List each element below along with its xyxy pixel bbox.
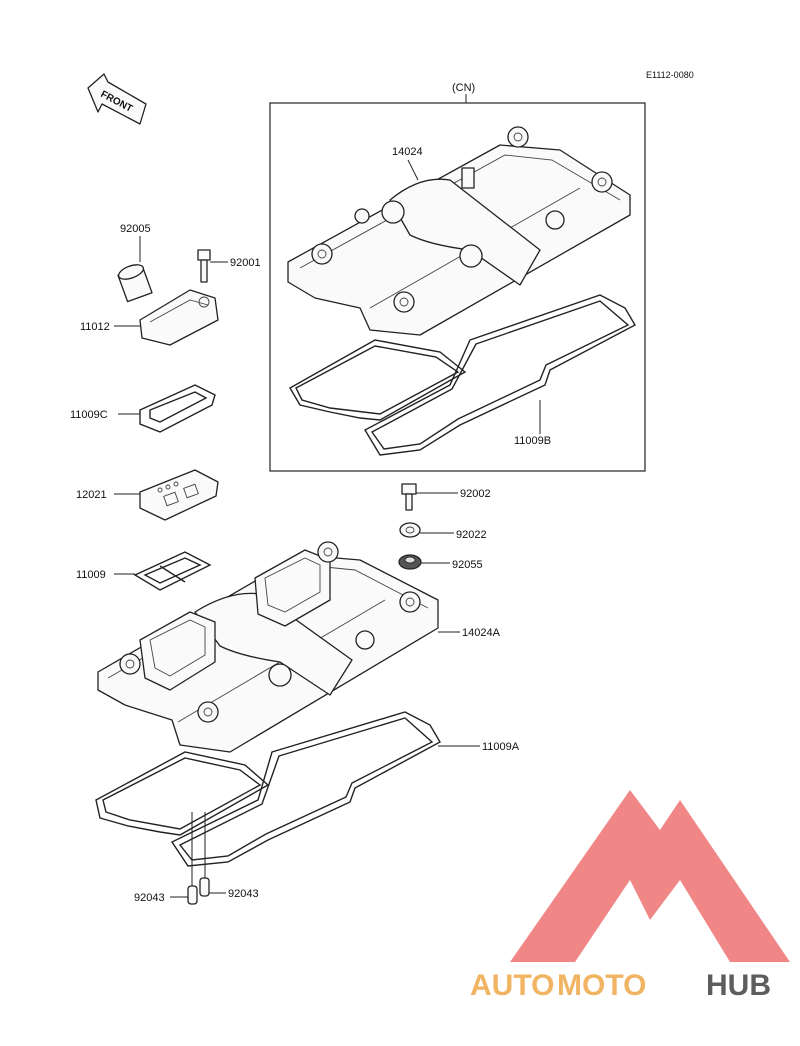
label-92002: 92002 — [460, 488, 491, 500]
bolt-92001 — [197, 249, 211, 283]
label-14024a: 14024A — [462, 627, 501, 639]
cn-cylinder-head-cover — [287, 126, 631, 336]
label-11012: 11012 — [80, 321, 110, 333]
label-11009a: 11009A — [482, 741, 520, 753]
sleeve-92005 — [117, 264, 153, 303]
grommet-92055 — [398, 554, 422, 570]
gasket-11009a — [95, 711, 441, 867]
variant-label: (CN) — [452, 82, 475, 94]
label-11009c: 11009C — [70, 409, 108, 421]
label-11009b: 11009B — [514, 435, 551, 447]
watermark-text-auto: AUTO — [470, 969, 554, 1002]
bolt-92002 — [401, 483, 417, 511]
dowel-pin-92043-left — [187, 885, 198, 905]
cylinder-head-cover-14024a — [97, 541, 439, 753]
front-arrow-icon: FRONT — [87, 73, 147, 125]
label-92005: 92005 — [120, 223, 151, 235]
watermark-triangle-icon — [510, 790, 790, 962]
label-92043-right: 92043 — [228, 888, 259, 900]
dowel-pin-92043-right — [199, 877, 210, 897]
label-12021: 12021 — [76, 489, 107, 501]
label-11009: 11009 — [76, 569, 106, 581]
label-92043-left: 92043 — [134, 892, 165, 904]
label-14024: 14024 — [392, 146, 423, 158]
gasket-11009c — [139, 384, 216, 433]
cn-gasket-11009b — [289, 294, 636, 456]
label-92055: 92055 — [452, 559, 483, 571]
gasket-11009 — [133, 551, 212, 591]
label-92001: 92001 — [230, 257, 261, 269]
watermark-text-hub: HUB — [706, 969, 771, 1002]
watermark-text-moto: MOTO — [557, 969, 646, 1002]
washer-92022 — [399, 522, 421, 538]
label-92022: 92022 — [456, 529, 487, 541]
watermark-logo: AUTO MOTO HUB — [470, 790, 790, 1002]
diagram-code: E1112-0080 — [646, 70, 694, 80]
cover-11012 — [139, 289, 219, 346]
cn-variant-box: (CN) — [269, 82, 646, 472]
plate-12021 — [139, 469, 219, 521]
